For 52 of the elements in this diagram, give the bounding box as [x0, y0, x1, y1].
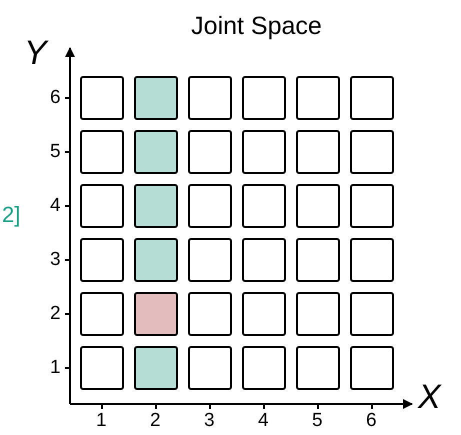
grid-cell — [134, 130, 178, 174]
grid-cell — [242, 184, 286, 228]
grid-cell — [134, 346, 178, 390]
grid-cell — [350, 346, 394, 390]
axis-title: Y — [24, 36, 47, 70]
grid-cell — [242, 238, 286, 282]
grid-cell — [134, 184, 178, 228]
grid-cell — [296, 346, 340, 390]
grid-cell — [296, 130, 340, 174]
tick-label: 6 — [50, 88, 61, 107]
grid-cell — [296, 184, 340, 228]
grid-cell — [134, 238, 178, 282]
grid-cell — [242, 292, 286, 336]
tick-label: 2 — [50, 304, 61, 323]
grid-cell — [350, 76, 394, 120]
grid-cell — [350, 238, 394, 282]
grid-cell — [80, 238, 124, 282]
grid-cell — [188, 238, 232, 282]
grid-cell — [350, 184, 394, 228]
tick-label: 1 — [50, 358, 61, 377]
tick-label: 5 — [312, 411, 323, 430]
tick-label: 3 — [204, 411, 215, 430]
side-note: 2] — [2, 204, 20, 226]
grid-cell — [80, 292, 124, 336]
grid-cell — [80, 184, 124, 228]
grid-cell — [80, 76, 124, 120]
axis-title: X — [418, 380, 441, 414]
grid-cell — [134, 76, 178, 120]
grid-cell — [296, 238, 340, 282]
grid-cell — [80, 130, 124, 174]
grid-cell — [242, 76, 286, 120]
grid-cell — [80, 346, 124, 390]
tick-label: 5 — [50, 142, 61, 161]
grid-cell — [188, 184, 232, 228]
tick-label: 3 — [50, 250, 61, 269]
tick-label: 4 — [50, 196, 61, 215]
grid-cell — [350, 292, 394, 336]
grid-cell — [296, 292, 340, 336]
grid-cell — [242, 130, 286, 174]
grid-cell — [188, 130, 232, 174]
grid-cell — [242, 346, 286, 390]
tick-label: 2 — [150, 411, 161, 430]
tick-label: 1 — [96, 411, 107, 430]
grid-cell — [296, 76, 340, 120]
grid-cell — [188, 346, 232, 390]
grid-cell — [350, 130, 394, 174]
grid-cell — [134, 292, 178, 336]
grid-cell — [188, 292, 232, 336]
grid-cell — [188, 76, 232, 120]
tick-label: 6 — [366, 411, 377, 430]
title: Joint Space — [190, 14, 323, 39]
tick-label: 4 — [258, 411, 269, 430]
